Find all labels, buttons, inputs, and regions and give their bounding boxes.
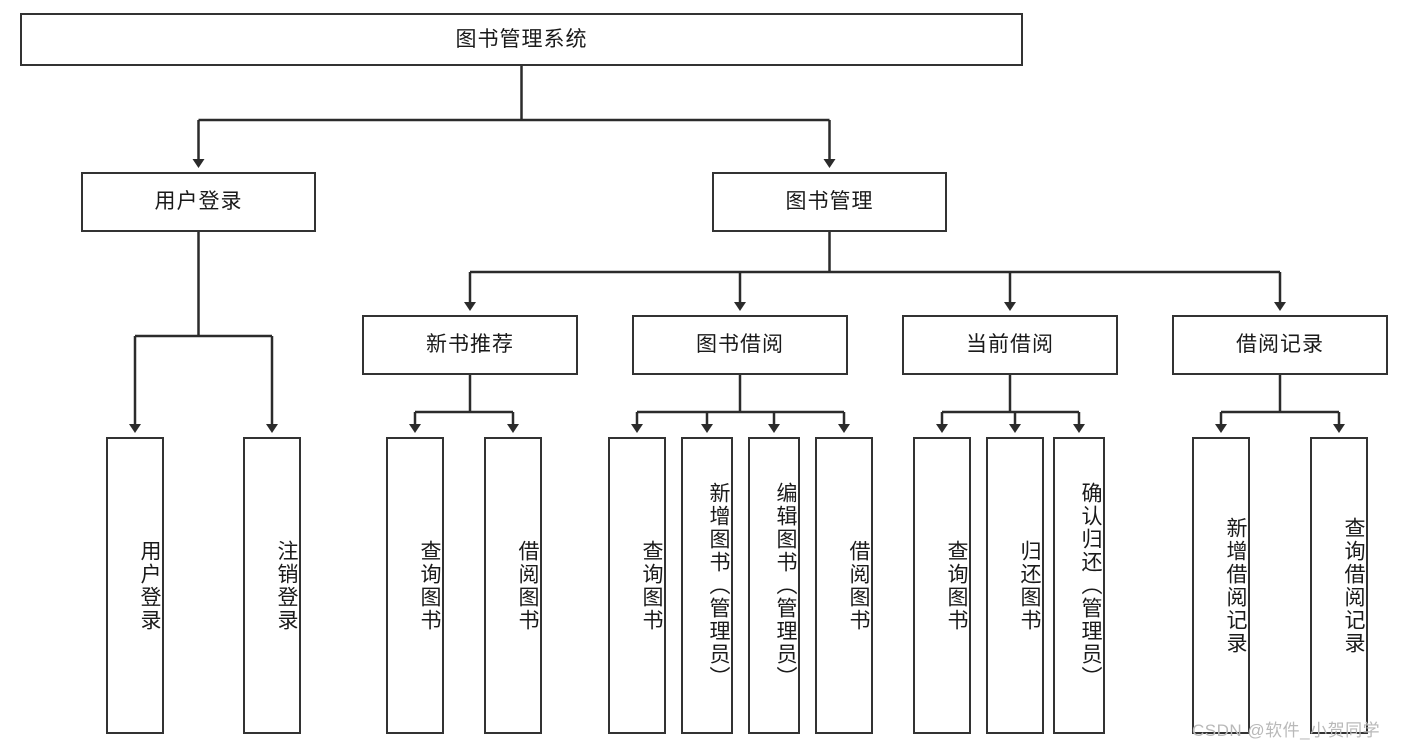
node-label: 查询图书 <box>640 539 663 632</box>
node-leaf-query-book-rec[interactable]: 查询图书 <box>386 437 444 734</box>
node-label: 借阅图书 <box>847 539 870 632</box>
node-label: 借阅图书 <box>516 539 539 632</box>
node-leaf-edit-book[interactable]: 编辑图书（管理员） <box>748 437 800 734</box>
node-label: 图书借阅 <box>696 333 784 357</box>
node-label: 新增借阅记录 <box>1224 516 1247 655</box>
node-book-manage[interactable]: 图书管理 <box>712 172 947 232</box>
node-leaf-query-book-borrow[interactable]: 查询图书 <box>608 437 666 734</box>
node-label: 查询借阅记录 <box>1342 516 1365 655</box>
node-label: 用户登录 <box>154 190 243 214</box>
node-label: 用户登录 <box>138 539 161 632</box>
node-label: 借阅记录 <box>1236 333 1324 357</box>
node-leaf-add-record[interactable]: 新增借阅记录 <box>1192 437 1250 734</box>
node-label: 编辑图书（管理员） <box>774 482 797 689</box>
node-user-login[interactable]: 用户登录 <box>81 172 316 232</box>
node-borrow-record[interactable]: 借阅记录 <box>1172 315 1388 375</box>
node-leaf-borrow-book-rec[interactable]: 借阅图书 <box>484 437 542 734</box>
watermark-text: CSDN @软件_小贺同学 <box>1192 721 1381 740</box>
node-label: 图书管理 <box>785 190 874 214</box>
node-current-borrow[interactable]: 当前借阅 <box>902 315 1118 375</box>
node-label: 归还图书 <box>1018 539 1041 632</box>
node-leaf-logout[interactable]: 注销登录 <box>243 437 301 734</box>
node-leaf-query-record[interactable]: 查询借阅记录 <box>1310 437 1368 734</box>
node-root[interactable]: 图书管理系统 <box>20 13 1023 66</box>
node-leaf-add-book[interactable]: 新增图书（管理员） <box>681 437 733 734</box>
node-label: 新增图书（管理员） <box>707 482 730 689</box>
node-label: 查询图书 <box>418 539 441 632</box>
node-label: 当前借阅 <box>966 333 1054 357</box>
node-leaf-borrow-book[interactable]: 借阅图书 <box>815 437 873 734</box>
node-label: 新书推荐 <box>426 333 514 357</box>
node-label: 查询图书 <box>945 539 968 632</box>
node-book-borrow[interactable]: 图书借阅 <box>632 315 848 375</box>
node-label: 确认归还（管理员） <box>1079 482 1102 689</box>
node-new-book-rec[interactable]: 新书推荐 <box>362 315 578 375</box>
node-label: 图书管理系统 <box>455 27 588 51</box>
node-leaf-return-book[interactable]: 归还图书 <box>986 437 1044 734</box>
node-leaf-confirm-return[interactable]: 确认归还（管理员） <box>1053 437 1105 734</box>
node-leaf-query-book-cur[interactable]: 查询图书 <box>913 437 971 734</box>
node-leaf-user-login[interactable]: 用户登录 <box>106 437 164 734</box>
node-label: 注销登录 <box>275 539 298 632</box>
